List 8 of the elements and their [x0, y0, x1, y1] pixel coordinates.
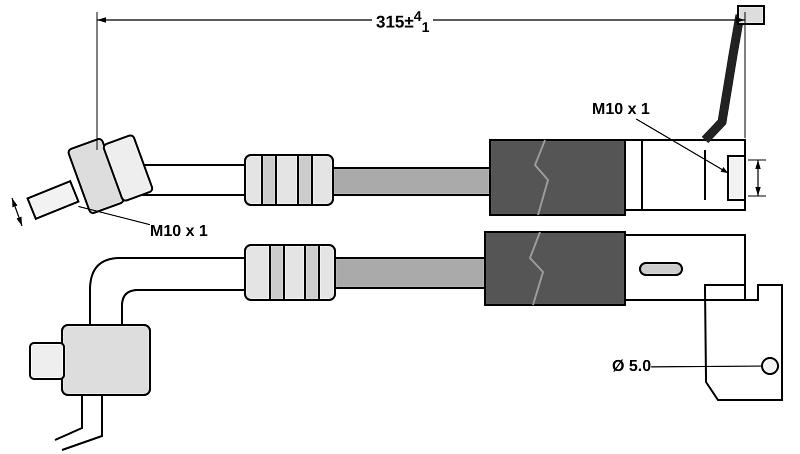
diameter-label: Ø 5.0 [612, 358, 652, 376]
leader-line [636, 118, 728, 174]
mounting-hole [761, 357, 779, 375]
leader-line [651, 365, 762, 368]
leader-line [78, 206, 150, 226]
thread-size-label: M10 x 1 [592, 101, 650, 119]
thread-size-label: M10 x 1 [150, 223, 208, 241]
thread-end [727, 155, 746, 201]
